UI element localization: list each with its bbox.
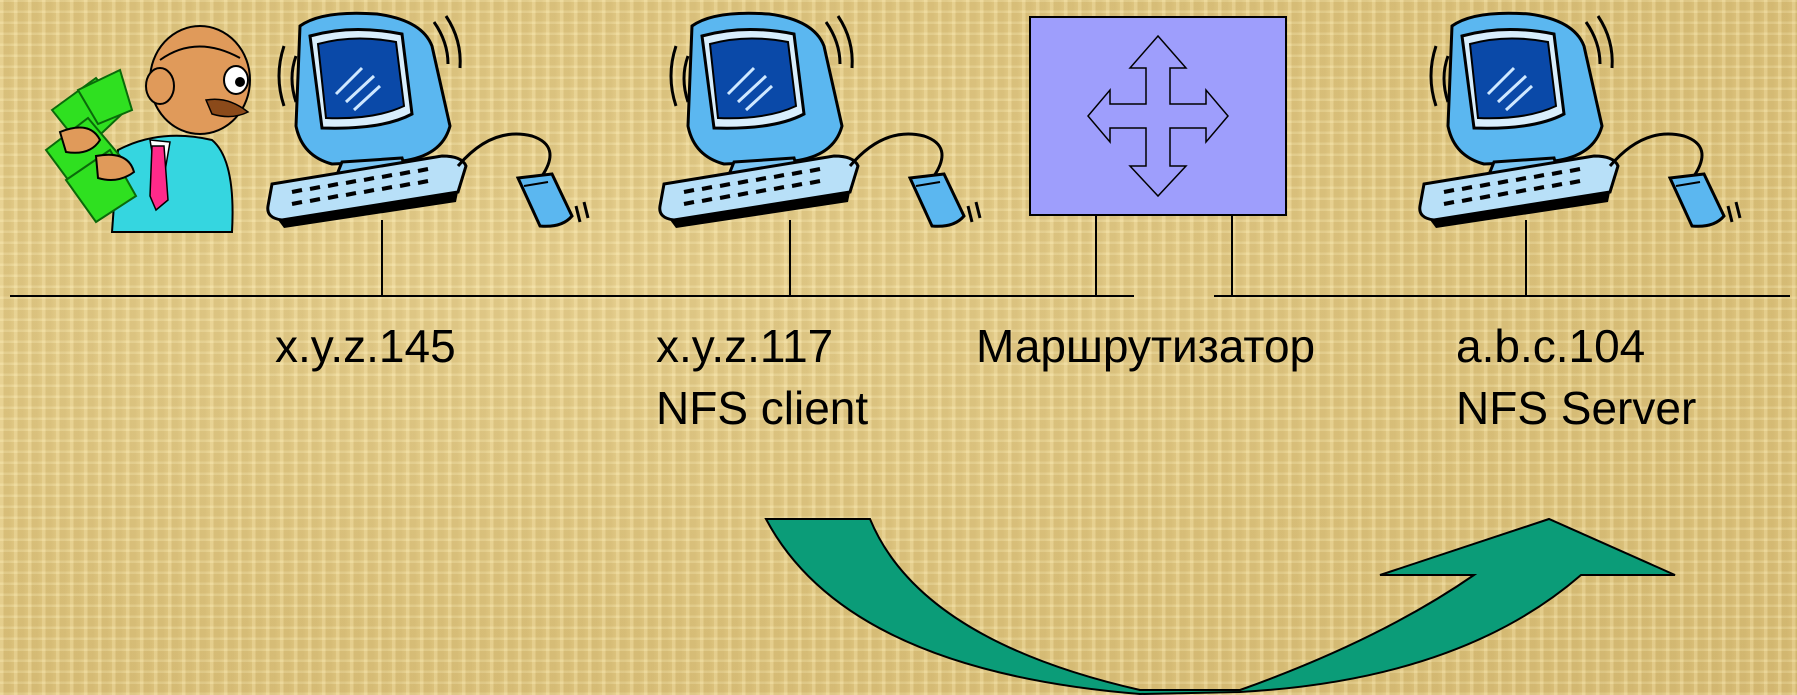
host-104-role: NFS Server xyxy=(1456,382,1697,434)
router-label: Маршрутизатор xyxy=(976,320,1316,372)
network-segment-right xyxy=(1214,216,1790,297)
network-segment-left xyxy=(10,216,1134,297)
host-117-address: x.y.z.117 xyxy=(656,320,834,372)
host-145-address: x.y.z.145 xyxy=(275,320,456,372)
desktop-computer-icon xyxy=(265,11,590,231)
curved-arrow-icon xyxy=(764,517,1676,695)
host-117-role: NFS client xyxy=(656,382,869,434)
router-box xyxy=(1029,16,1287,216)
four-way-arrow-icon xyxy=(1087,34,1229,198)
desktop-computer-icon xyxy=(657,11,982,231)
man-holding-money-icon xyxy=(44,25,251,233)
host-104-address: a.b.c.104 xyxy=(1456,320,1646,372)
desktop-computer-icon xyxy=(1417,11,1742,231)
